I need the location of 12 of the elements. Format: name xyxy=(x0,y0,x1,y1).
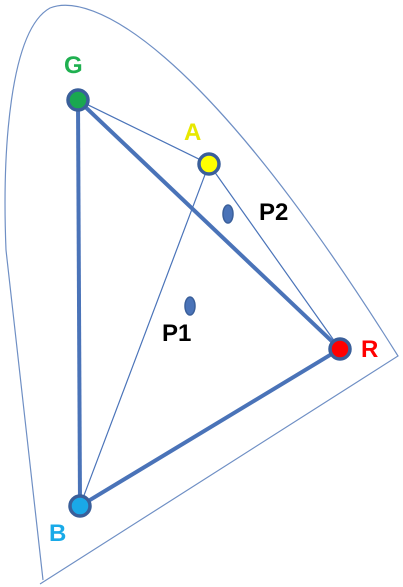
connecting-line xyxy=(88,104,200,160)
connecting-line xyxy=(214,172,334,340)
point-label: P2 xyxy=(259,201,288,225)
point-label: G xyxy=(64,54,83,78)
connecting-line xyxy=(88,352,332,502)
connecting-line xyxy=(84,106,334,343)
point-label: P1 xyxy=(162,322,192,346)
point-label: B xyxy=(49,522,66,546)
connecting-line xyxy=(83,174,206,496)
point-label: R xyxy=(361,338,378,362)
connecting-line xyxy=(76,111,82,495)
point-label: A xyxy=(184,121,202,145)
